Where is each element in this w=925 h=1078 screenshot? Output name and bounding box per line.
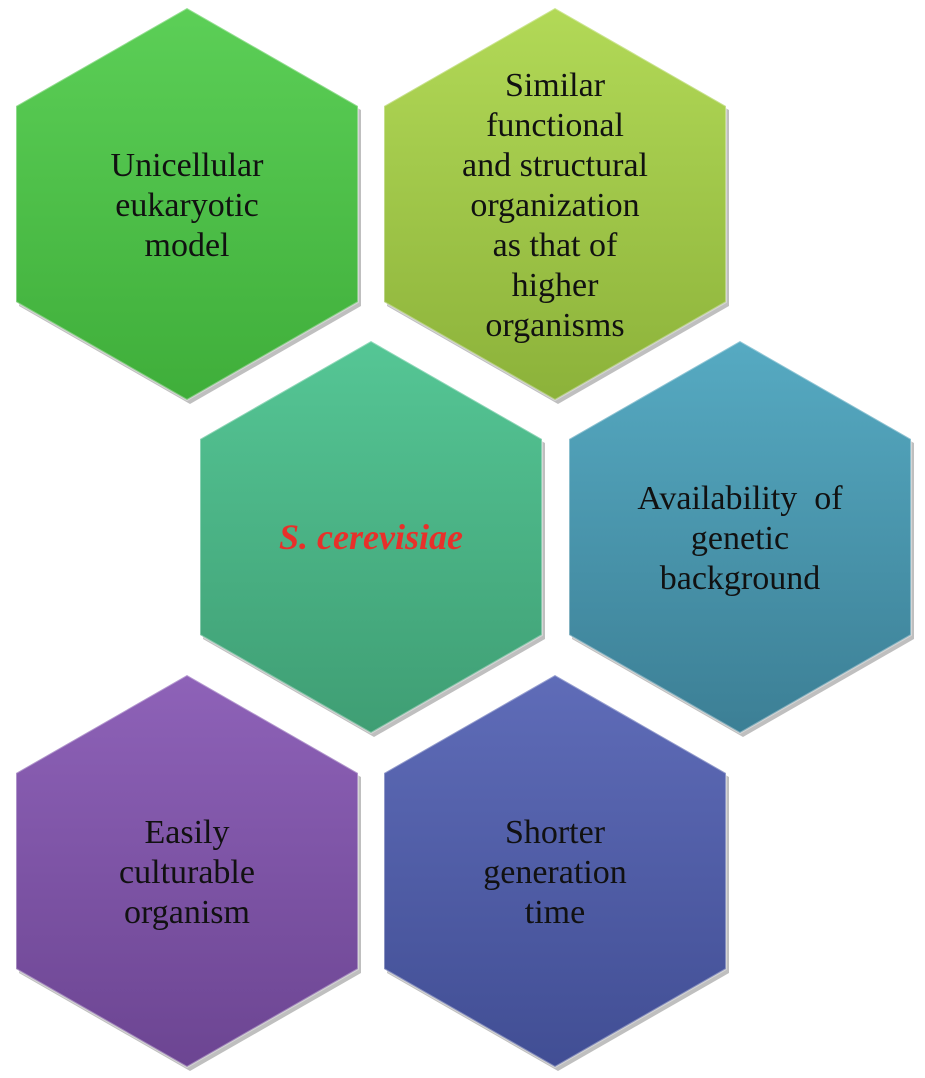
hexagon-shape xyxy=(568,339,912,735)
hexagon-label-line: generation xyxy=(483,854,627,891)
hexagon-label-line: culturable xyxy=(119,854,255,891)
hexagon-label-line: as that of xyxy=(493,227,618,264)
hexagon-label-line: Easily xyxy=(145,814,230,851)
hexagon-label-line: time xyxy=(525,894,585,931)
hexagon-label-line: S. cerevisiae xyxy=(279,517,463,557)
hexagon-label-line: organisms xyxy=(485,307,624,344)
hexagon-label-line: model xyxy=(145,227,230,264)
hexagon-shape xyxy=(383,6,727,402)
hex-s-cerevisiae: S. cerevisiae xyxy=(199,339,545,737)
hexagon-label-line: organism xyxy=(124,894,250,931)
hexagon-label-line: background xyxy=(660,560,821,597)
hexagon-label-line: Unicellular xyxy=(111,147,265,184)
hexagon-shape xyxy=(383,673,727,1069)
hexagon-label-line: Similar xyxy=(505,67,606,104)
hexagon-label-line: eukaryotic xyxy=(115,187,259,224)
hexagon-label-line: higher xyxy=(512,267,600,304)
hexagon-label-line: functional xyxy=(486,107,624,144)
hexagon-label-line: Shorter xyxy=(505,814,606,851)
hexagon-shape xyxy=(199,339,543,735)
hexagon-label-line: genetic xyxy=(691,520,789,557)
hexagon-label: S. cerevisiae xyxy=(279,517,463,557)
hexagon-label-line: and structural xyxy=(462,147,648,184)
hexagon-shape xyxy=(15,673,359,1069)
hexagon-label-line: organization xyxy=(470,187,639,224)
hexagon-label-line: Availability of xyxy=(637,480,843,517)
hexagon-shape xyxy=(15,6,359,402)
